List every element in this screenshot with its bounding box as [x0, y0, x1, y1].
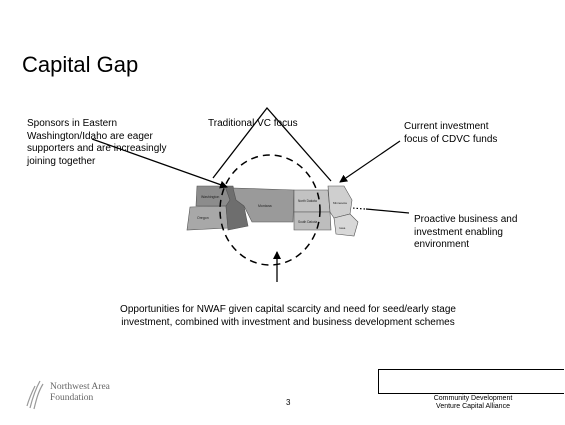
proactive-line — [365, 208, 410, 214]
focus-dashed-ellipse — [219, 154, 321, 266]
map-label-south-dakota: South Dakota — [298, 220, 318, 224]
northwest-area-foundation-logo: Northwest Area Foundation — [26, 378, 176, 412]
alliance-line-1: Community Development — [433, 395, 513, 402]
logo-line-2: Foundation — [50, 392, 94, 403]
alliance-line-2: Venture Capital Alliance — [436, 403, 510, 410]
opportunities-text: Opportunities for NWAF given capital sca… — [120, 304, 456, 328]
cdvc-arrow — [339, 140, 401, 183]
cdvc-focus-label: Current investment focus of CDVC funds — [404, 121, 498, 145]
region-map: Washington Oregon Montana North Dakota S… — [186, 185, 359, 237]
map-label-north-dakota: North Dakota — [298, 199, 317, 203]
map-label-oregon: Oregon — [197, 216, 209, 220]
foundation-logo-icon — [26, 380, 44, 410]
proactive-dots — [351, 207, 366, 210]
map-state-south-dakota — [293, 211, 332, 231]
proactive-environment-label: Proactive business and investment enabli… — [414, 214, 518, 250]
sponsors-arrow — [91, 138, 228, 189]
map-label-iowa: Iowa — [339, 226, 346, 230]
vc-focus-label: Traditional VC focus — [208, 118, 298, 129]
map-label-washington: Washington — [201, 195, 219, 199]
map-label-minnesota: Minnesota — [333, 201, 347, 205]
logo-line-1: Northwest Area — [50, 382, 110, 392]
sponsors-note: Sponsors in Eastern Washington/Idaho are… — [27, 118, 167, 167]
alliance-name: Community Development Venture Capital Al… — [388, 395, 558, 411]
map-label-montana: Montana — [258, 204, 272, 208]
map-state-iowa — [333, 213, 359, 237]
slide-title: Capital Gap — [22, 52, 139, 77]
page-number: 3 — [286, 398, 291, 407]
alliance-box — [378, 369, 564, 394]
vc-focus-lines — [212, 106, 332, 182]
